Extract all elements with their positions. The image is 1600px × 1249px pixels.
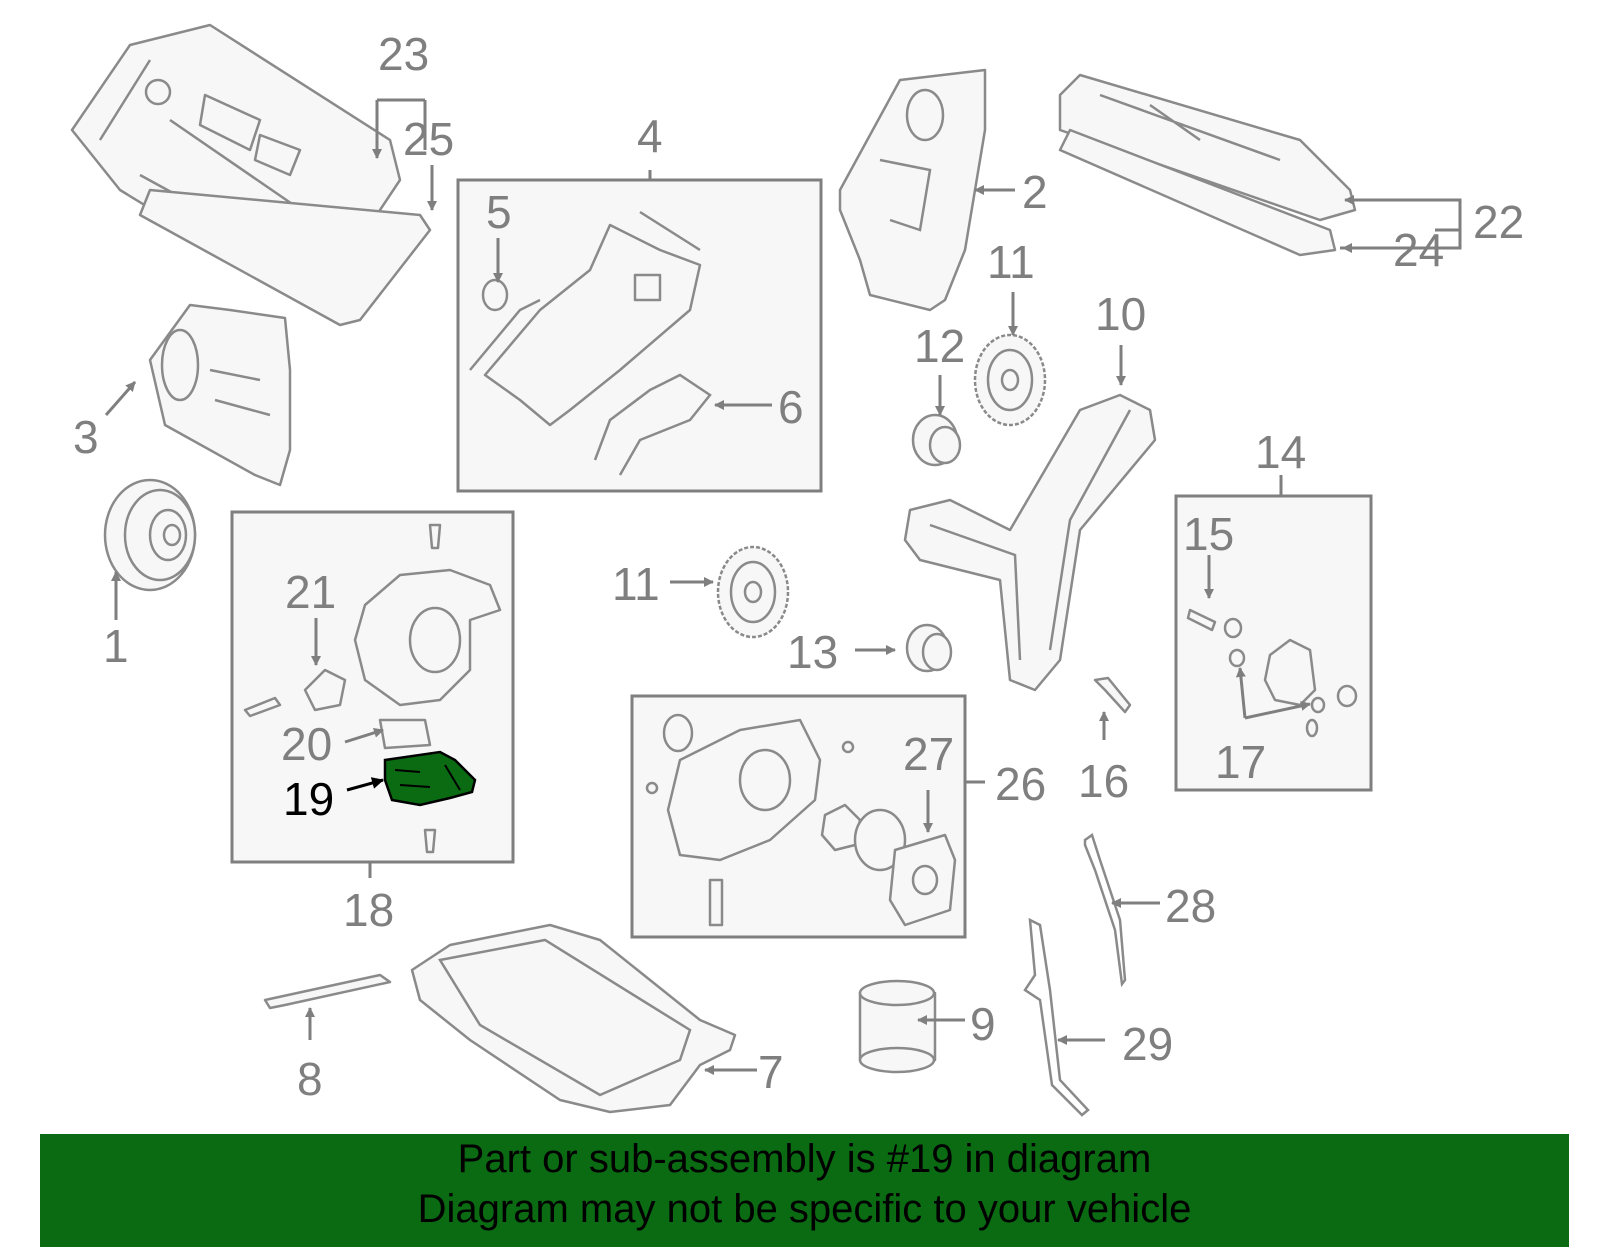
part-8-drawing (263, 973, 392, 1010)
callout-27: 27 (903, 728, 954, 780)
callout-6: 6 (778, 381, 804, 433)
lower-timing-cover-drawing (148, 303, 292, 487)
callout-18: 18 (343, 884, 394, 936)
callout-labels: 23 25 4 5 6 2 22 24 11 10 12 3 1 14 15 1… (73, 28, 1524, 1105)
callout-1: 1 (103, 620, 129, 672)
banner-line-1: Part or sub-assembly is #19 in diagram (457, 1137, 1152, 1181)
callout-24: 24 (1393, 224, 1444, 276)
callout-8: 8 (297, 1053, 323, 1105)
callout-17: 17 (1215, 736, 1266, 788)
assembly-box-14 (1174, 494, 1373, 792)
callout-29: 29 (1122, 1018, 1173, 1070)
callout-12: 12 (914, 320, 965, 372)
callout-4: 4 (637, 110, 663, 162)
callout-13: 13 (787, 626, 838, 678)
idler-pulley-drawing (911, 413, 962, 467)
callout-5: 5 (486, 186, 512, 238)
cam-gear-lower-drawing (716, 545, 790, 639)
callout-15: 15 (1183, 508, 1234, 560)
callout-7: 7 (758, 1046, 784, 1098)
callout-9: 9 (970, 998, 996, 1050)
valve-cover-drawing (70, 23, 432, 327)
callout-16: 16 (1078, 755, 1129, 807)
idler-lower-drawing (905, 623, 953, 673)
callout-26: 26 (995, 758, 1046, 810)
callout-25: 25 (403, 113, 454, 165)
callout-23: 23 (378, 28, 429, 80)
callout-22: 22 (1473, 196, 1524, 248)
crank-pulley-drawing (103, 478, 197, 592)
callout-19: 19 (283, 773, 334, 825)
timing-back-plate-drawing (469, 210, 712, 476)
tensioner-assembly-drawing (1186, 608, 1358, 738)
bolt-16-drawing (1093, 676, 1132, 714)
callout-3: 3 (73, 411, 99, 463)
oil-filter-drawing (858, 979, 937, 1074)
upper-timing-cover-drawing (838, 68, 987, 312)
callout-10: 10 (1095, 288, 1146, 340)
banner-line-2: Diagram may not be specific to your vehi… (417, 1187, 1192, 1231)
assembly-box-18 (230, 510, 515, 864)
callout-21: 21 (285, 566, 336, 618)
callout-11-upper: 11 (987, 236, 1035, 288)
leader-lines (104, 98, 1462, 1075)
callout-2: 2 (1022, 166, 1048, 218)
info-banner: Part or sub-assembly is #19 in diagram D… (40, 1134, 1569, 1247)
callout-14: 14 (1255, 426, 1306, 478)
oil-pump-cover-assembly-drawing (645, 713, 957, 927)
cam-gear-upper-drawing (973, 333, 1047, 427)
dipstick-tube-drawing (1023, 917, 1090, 1117)
intake-cover-drawing (1058, 73, 1357, 257)
oil-pan-drawing (410, 923, 737, 1114)
oil-pump-assembly-drawing (243, 523, 502, 854)
callout-28: 28 (1165, 880, 1216, 932)
timing-belt-drawing (903, 393, 1157, 692)
dipstick-drawing (1083, 832, 1127, 988)
highlighted-part-19-drawing (383, 750, 477, 807)
callout-20: 20 (281, 718, 332, 770)
callout-11-lower: 11 (612, 558, 660, 610)
